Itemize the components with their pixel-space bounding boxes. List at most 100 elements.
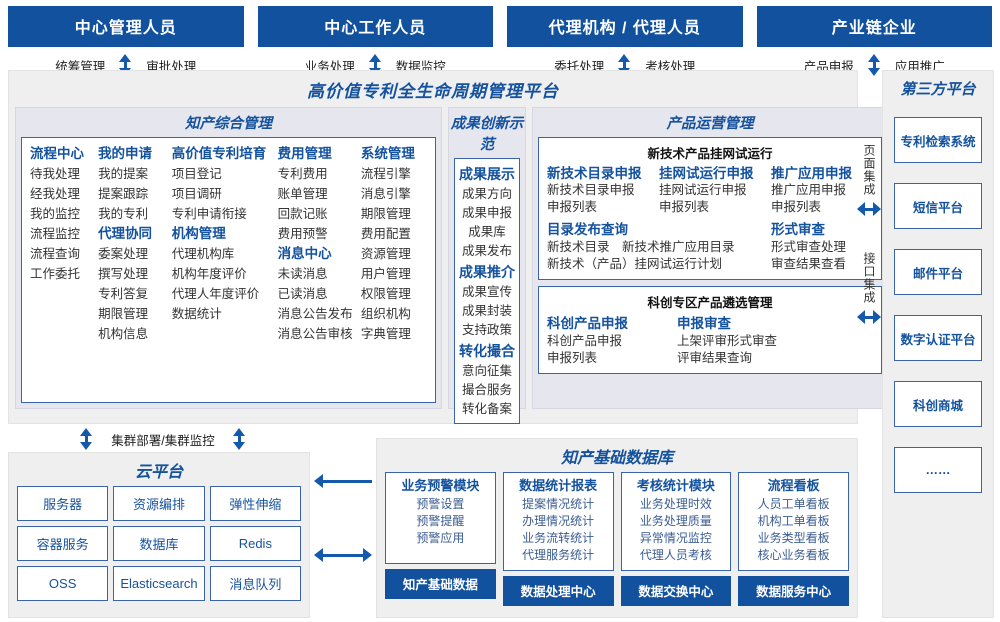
menu-heading[interactable]: 推广应用申报 [771,166,852,181]
database-item[interactable]: 代理人员考核 [639,548,712,562]
menu-item[interactable]: 新技术目录申报 [547,183,635,197]
menu-heading[interactable]: 系统管理 [360,146,415,161]
cloud-cell[interactable]: 服务器 [17,486,109,521]
cloud-cell[interactable]: 资源编排 [113,486,205,521]
menu-item[interactable]: 撮合服务 [461,383,512,397]
menu-heading[interactable]: 形式审查 [771,222,825,237]
menu-item[interactable]: 审查结果查看 [771,257,847,271]
menu-item[interactable]: 工作委托 [30,267,81,281]
database-footer-badge[interactable]: 知产基础数据 [385,569,496,599]
database-footer-badge[interactable]: 数据服务中心 [738,576,849,606]
menu-item[interactable]: 申报列表 [659,200,710,214]
menu-item[interactable]: 费用配置 [360,227,411,241]
database-item[interactable]: 异常情况监控 [639,531,712,545]
menu-heading[interactable]: 成果展示 [459,166,515,182]
menu-item[interactable]: 专利答复 [98,287,149,301]
cloud-cell[interactable]: 数据库 [113,526,205,561]
menu-heading[interactable]: 机构管理 [171,226,226,241]
menu-item[interactable]: 未读消息 [277,267,328,281]
menu-item[interactable]: 消息公告发布 [277,307,353,321]
menu-item[interactable]: 科创产品申报 [547,334,623,348]
menu-item[interactable]: 成果宣传 [461,285,512,299]
menu-item[interactable]: 代理人年度评价 [171,287,260,301]
menu-item[interactable]: 转化备案 [461,402,512,416]
database-item[interactable]: 代理服务统计 [522,548,595,562]
menu-item[interactable]: 我的专利 [98,207,149,221]
menu-item[interactable]: 申报列表 [547,200,598,214]
third-party-item[interactable]: 科创商城 [894,381,982,427]
menu-item[interactable]: 流程引擎 [360,167,411,181]
menu-item[interactable]: 待我处理 [30,167,81,181]
third-party-item[interactable]: 数字认证平台 [894,315,982,361]
cloud-cell[interactable]: OSS [17,566,109,601]
menu-heading[interactable]: 转化撮合 [459,343,515,359]
database-footer-badge[interactable]: 数据交换中心 [620,576,732,606]
database-item[interactable]: 业务处理时效 [639,497,712,511]
menu-item[interactable]: 成果发布 [461,244,512,258]
menu-item[interactable]: 意向征集 [461,364,512,378]
cloud-cell[interactable]: 消息队列 [209,566,301,601]
menu-item[interactable]: 机构信息 [98,327,149,341]
menu-item[interactable]: 成果库 [468,225,506,239]
database-item[interactable]: 业务处理质量 [639,514,712,528]
menu-item[interactable]: 推广应用申报 [771,183,847,197]
menu-item[interactable]: 委案处理 [98,247,149,261]
third-party-item[interactable]: …… [894,447,982,493]
menu-item[interactable]: 形式审查处理 [771,240,847,254]
menu-item[interactable]: 组织机构 [360,307,411,321]
menu-item[interactable]: 支持政策 [461,323,512,337]
menu-item[interactable]: 数据统计 [171,307,222,321]
menu-heading[interactable]: 代理协同 [98,226,153,241]
menu-item[interactable]: 新技术（产品）挂网试运行计划 [547,257,723,271]
menu-item[interactable]: 字典管理 [360,327,411,341]
cloud-cell[interactable]: Elasticsearch [113,566,205,601]
menu-heading[interactable]: 目录发布查询 [547,222,628,237]
menu-item[interactable]: 评审结果查询 [677,351,753,365]
menu-item[interactable]: 账单管理 [277,187,328,201]
menu-heading[interactable]: 费用管理 [277,146,332,161]
menu-item[interactable]: 流程监控 [30,227,81,241]
database-item[interactable]: 提案情况统计 [522,497,595,511]
menu-item[interactable]: 机构年度评价 [171,267,247,281]
menu-item[interactable]: 专利申请衔接 [171,207,247,221]
database-item[interactable]: 业务类型看板 [757,531,830,545]
menu-item[interactable]: 成果方向 [461,187,512,201]
cloud-cell[interactable]: 弹性伸缩 [209,486,301,521]
menu-item[interactable]: 撰写处理 [98,267,149,281]
menu-item[interactable]: 消息引擎 [360,187,411,201]
menu-item[interactable]: 上架评审形式审查 [677,334,778,348]
menu-item[interactable]: 申报列表 [547,351,598,365]
menu-item[interactable]: 挂网试运行申报 [659,183,747,197]
menu-item[interactable]: 经我处理 [30,187,81,201]
menu-heading[interactable]: 申报审查 [677,316,731,331]
menu-item[interactable]: 回款记账 [277,207,328,221]
database-item[interactable]: 办理情况统计 [522,514,595,528]
database-item[interactable]: 预警提醒 [416,514,465,528]
menu-item[interactable]: 代理机构库 [171,247,235,261]
menu-heading[interactable]: 成果推介 [459,264,515,280]
menu-item[interactable]: 流程查询 [30,247,81,261]
menu-heading[interactable]: 挂网试运行申报 [659,166,754,181]
menu-item[interactable]: 我的监控 [30,207,81,221]
menu-item[interactable]: 项目调研 [171,187,222,201]
menu-item[interactable]: 提案跟踪 [98,187,149,201]
menu-item[interactable]: 我的提案 [98,167,149,181]
menu-item[interactable]: 成果申报 [461,206,512,220]
menu-item[interactable]: 项目登记 [171,167,222,181]
cloud-cell[interactable]: Redis [209,526,301,561]
database-footer-badge[interactable]: 数据处理中心 [502,576,614,606]
menu-item[interactable]: 新技术目录 新技术推广应用目录 [547,240,735,254]
menu-item[interactable]: 权限管理 [360,287,411,301]
menu-item[interactable]: 期限管理 [98,307,149,321]
menu-item[interactable]: 期限管理 [360,207,411,221]
database-item[interactable]: 预警设置 [416,497,465,511]
menu-item[interactable]: 费用预警 [277,227,328,241]
database-item[interactable]: 核心业务看板 [757,548,830,562]
database-item[interactable]: 机构工单看板 [757,514,830,528]
database-item[interactable]: 业务流转统计 [522,531,595,545]
menu-item[interactable]: 消息公告审核 [277,327,353,341]
menu-item[interactable]: 成果封装 [461,304,512,318]
database-item[interactable]: 预警应用 [416,531,465,545]
third-party-item[interactable]: 邮件平台 [894,249,982,295]
menu-heading[interactable]: 新技术目录申报 [547,166,642,181]
